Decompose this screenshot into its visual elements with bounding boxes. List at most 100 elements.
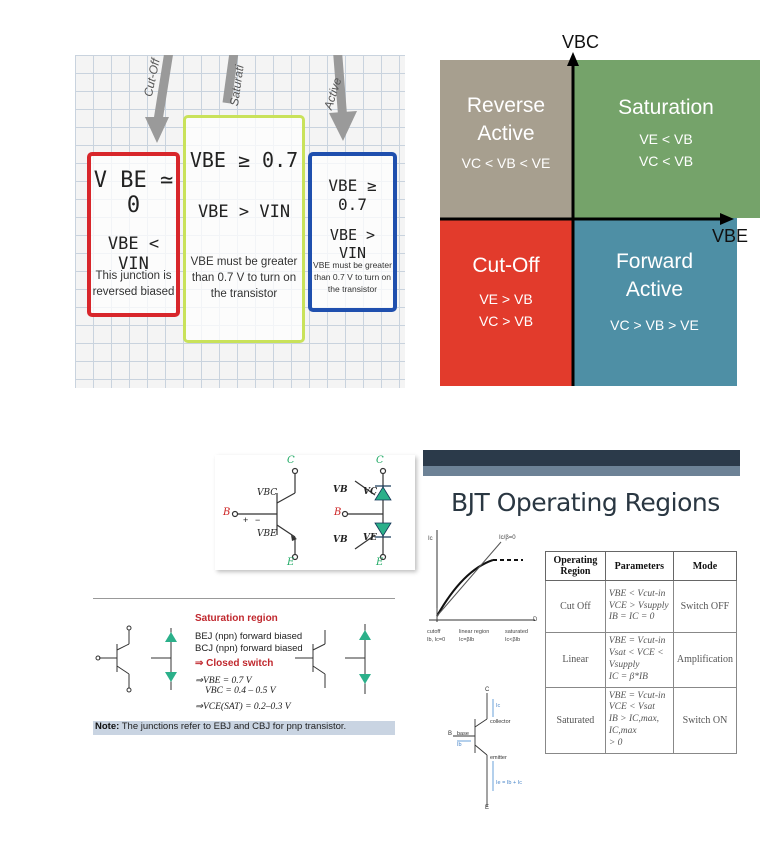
quadrant-condition: VC < VB < VE <box>461 155 551 171</box>
slide-title: BJT Operating Regions <box>451 488 720 517</box>
mode-cell: Switch OFF <box>672 580 738 633</box>
active-note-2: than 0.7 V to turn on <box>313 272 392 282</box>
y-axis-label: VBC <box>562 32 600 52</box>
quadrant-forward-active: Forward Active VC > VB > VE <box>572 218 737 386</box>
quadrant-reverse-active: Reverse Active VC < VB < VE <box>440 60 572 218</box>
quadrant-condition: VE < VB <box>639 131 693 147</box>
region-cell: Cut Off <box>545 580 606 633</box>
cutoff-vbe-less-vin: VBE < VIN <box>107 234 160 274</box>
quadrant-condition: VC > VB > VE <box>610 317 699 333</box>
graph-x-label: D <box>533 617 538 623</box>
active-note-3: the transistor <box>327 284 378 294</box>
vb-label-top: VB <box>333 485 348 495</box>
note-label: Note: <box>95 721 120 732</box>
collector-label: C <box>287 455 295 466</box>
transistor-emitter-text: emitter <box>490 755 507 761</box>
transistor-collector-text: collector <box>490 719 511 725</box>
bjt-operating-regions-slide: BJT Operating Regions Ic D Ic/β=0 cutoff… <box>423 450 740 862</box>
graph-linear-label: linear region <box>459 629 490 635</box>
param-line: VBE = Vcut-in <box>608 636 666 646</box>
saturation-circuit-diagrams <box>95 624 371 694</box>
vbe-eq: ⇒VBE = 0.7 V <box>195 676 252 686</box>
cutoff-vbe-approx: V BE ≃ 0 <box>93 168 174 218</box>
emitter-label: E <box>287 557 295 568</box>
quadrant-condition: VC > VB <box>478 313 534 329</box>
params-cell: VBE = Vcut-in VCE < Vsat IB > IC,max, IC… <box>604 686 674 754</box>
transistor-b: B <box>448 731 453 737</box>
quadrant-condition: VE > VB <box>479 291 533 307</box>
cutoff-condition-box: V BE ≃ 0 VBE < VIN This junction is reve… <box>87 152 180 317</box>
table-row: Linear VBE = Vcut-in Vsat < VCE < Vsuppl… <box>545 632 738 688</box>
top-rule <box>93 598 395 599</box>
vbe-label: VBE <box>257 529 277 539</box>
emitter-label-2: E <box>376 557 384 568</box>
vce-sat-eq: ⇒VCE(SAT) = 0.2–0.3 V <box>195 702 291 712</box>
active-note-1: VBE must be greater <box>313 260 392 270</box>
cutoff-note-2: reversed biased <box>92 286 175 298</box>
vb-label-bottom: VB <box>333 535 348 545</box>
slide-header-bar <box>423 450 740 466</box>
quadrant-title: Active <box>625 278 684 301</box>
pnp-note: Note: The junctions refer to EBJ and CBJ… <box>93 721 395 735</box>
transistor-e: E <box>485 805 490 811</box>
graph-cutoff-sub: Ib, Ic=0 <box>427 637 446 643</box>
operating-quadrant-diagram: Reverse Active VC < VB < VE Saturation V… <box>440 30 760 390</box>
mode-cell: Switch ON <box>672 686 738 754</box>
graph-y-label: Ic <box>428 536 433 542</box>
active-vbe-greater-vin: VBE > VIN <box>329 226 376 262</box>
saturation-condition-box: VBE ≥ 0.7 VBE > VIN VBE must be greater … <box>183 115 305 343</box>
minus-sign: − <box>255 515 261 525</box>
base-label: B <box>223 507 231 518</box>
quadrant-title: Cut-Off <box>472 254 540 277</box>
param-line: VCE > Vsupply <box>608 600 669 611</box>
param-line: VBE < Vcut-in <box>608 588 666 599</box>
quadrant-cutoff: Cut-Off VE > VB VC > VB <box>440 218 572 386</box>
saturation-vbe-min: VBE ≥ 0.7 <box>189 148 299 172</box>
quadrant-title: Active <box>477 122 535 145</box>
quadrant-condition: VC < VB <box>638 153 694 169</box>
vbc-label: VBC <box>257 488 278 498</box>
table-row: Saturated VBE = Vcut-in VCE < Vsat IB > … <box>545 686 738 754</box>
header-mode: Mode <box>672 551 738 581</box>
vbc-eq: VBC = 0.4 – 0.5 V <box>205 686 276 696</box>
transistor-ib: Ib <box>457 742 462 748</box>
bcj-text: BCJ (npn) forward biased <box>195 643 303 654</box>
saturation-note-3: the transistor <box>210 288 278 300</box>
quadrant-title: Reverse <box>466 94 546 117</box>
saturation-note-1: VBE must be greater <box>190 256 298 268</box>
cutoff-note-1: This junction is <box>95 270 172 282</box>
param-line: IB > IC,max, IC,max <box>608 714 660 737</box>
slide-header-stripe <box>423 466 740 476</box>
note-text: The junctions refer to EBJ and CBJ for p… <box>119 721 347 732</box>
base-label-2: B <box>334 507 342 518</box>
saturation-region-panel: Saturation region BEJ (npn) forward bias… <box>93 595 395 737</box>
region-cell: Linear <box>545 632 606 688</box>
mode-cell: Amplification <box>672 632 738 688</box>
table-row: Cut Off VBE < Vcut-in VCE > Vsupply IB =… <box>545 580 738 633</box>
quadrant-title: Forward <box>615 250 694 273</box>
closed-switch-text: ⇒ Closed switch <box>195 658 274 669</box>
param-line: VCE < Vsat <box>608 702 655 713</box>
saturation-note-2: than 0.7 V to turn on <box>191 272 297 284</box>
param-line: Vsat < VCE < Vsupply <box>608 647 664 670</box>
params-cell: VBE = Vcut-in Vsat < VCE < Vsupply IC = … <box>604 632 674 688</box>
region-cell: Saturated <box>545 686 606 754</box>
region-arrows <box>145 55 357 143</box>
active-vbe-min: VBE ≥ 0.7 <box>328 176 377 214</box>
graph-cutoff-label: cutoff <box>427 629 441 635</box>
header-operating-region: Operating Region <box>545 551 606 581</box>
operating-regions-table: Operating Region Parameters Mode Cut Off… <box>545 551 738 754</box>
quadrant-title: Saturation <box>618 96 714 119</box>
graph-top-label: Ic/β=0 <box>499 535 516 541</box>
header-parameters: Parameters <box>604 551 674 581</box>
transistor-symbol-diagram <box>453 693 494 807</box>
bej-text: BEJ (npn) forward biased <box>195 631 303 642</box>
npn-diode-model-panel: C E B VBC VBE + − C E B VB VC VB VE <box>215 455 415 570</box>
transistor-c: C <box>485 687 490 693</box>
table-header-row: Operating Region Parameters Mode <box>545 551 738 581</box>
quadrant-saturation: Saturation VE < VB VC < VB <box>572 60 760 218</box>
quadrant-axes <box>440 52 734 386</box>
ve-label: VE <box>363 533 377 543</box>
saturation-region-title: Saturation region <box>195 613 278 624</box>
bjt-conditions-panel: Cut-Off Saturati Active V BE ≃ 0 VBE < V… <box>75 55 405 388</box>
